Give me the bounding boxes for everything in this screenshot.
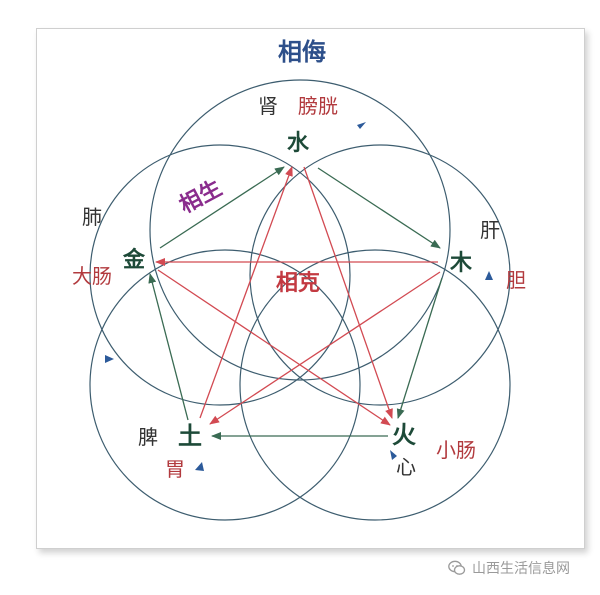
generating-water-to-wood: [317, 167, 441, 249]
label-xiangsheng: 相生: [176, 176, 227, 219]
outer-circle-water: [149, 79, 451, 381]
overcoming-earth-to-water: [199, 166, 293, 419]
organ-kidney: 肾: [258, 94, 278, 118]
watermark-text: 山西生活信息网: [472, 561, 570, 577]
outer-circle-earth: [89, 249, 361, 521]
outer-arrow-earth: [195, 462, 204, 471]
outer-arrow-wood: [485, 271, 493, 280]
outer-arrow-fire: [390, 450, 397, 460]
organ-large-intestine: 大肠: [72, 264, 112, 288]
organ-gallbladder: 胆: [506, 268, 526, 292]
outer-arrow-water: [357, 122, 366, 129]
overcoming-wood-to-earth: [209, 271, 441, 425]
outer-circle-metal: [89, 144, 351, 406]
outer-circle-wood: [249, 144, 511, 406]
overcoming-water-to-fire: [303, 166, 393, 419]
diagram-frame: [36, 28, 585, 549]
element-earth: 土: [178, 422, 202, 450]
chat-bubble-icon: [448, 560, 466, 575]
element-wood: 木: [449, 251, 473, 276]
organ-small-intestine: 小肠: [436, 438, 476, 462]
label-xiangke: 相克: [276, 270, 320, 296]
outer-circle-fire: [239, 249, 511, 521]
organ-bladder: 膀胱: [298, 94, 338, 118]
element-fire: 火: [392, 421, 416, 449]
organ-heart: 心: [396, 455, 416, 479]
organ-stomach: 胃: [165, 457, 185, 481]
outer-arrow-metal: [105, 355, 114, 363]
generating-earth-to-metal: [148, 273, 189, 421]
generating-metal-to-water: [159, 166, 285, 249]
element-metal: 金: [122, 247, 146, 273]
title-xiangwu: 相侮: [278, 38, 326, 66]
watermark: 山西生活信息网: [448, 557, 570, 579]
organ-lung: 肺: [82, 205, 102, 229]
organ-spleen: 脾: [138, 425, 158, 449]
organ-liver: 肝: [480, 218, 500, 242]
generating-wood-to-fire: [396, 277, 443, 419]
overcoming-metal-to-fire: [157, 269, 391, 426]
element-water: 水: [287, 131, 310, 156]
